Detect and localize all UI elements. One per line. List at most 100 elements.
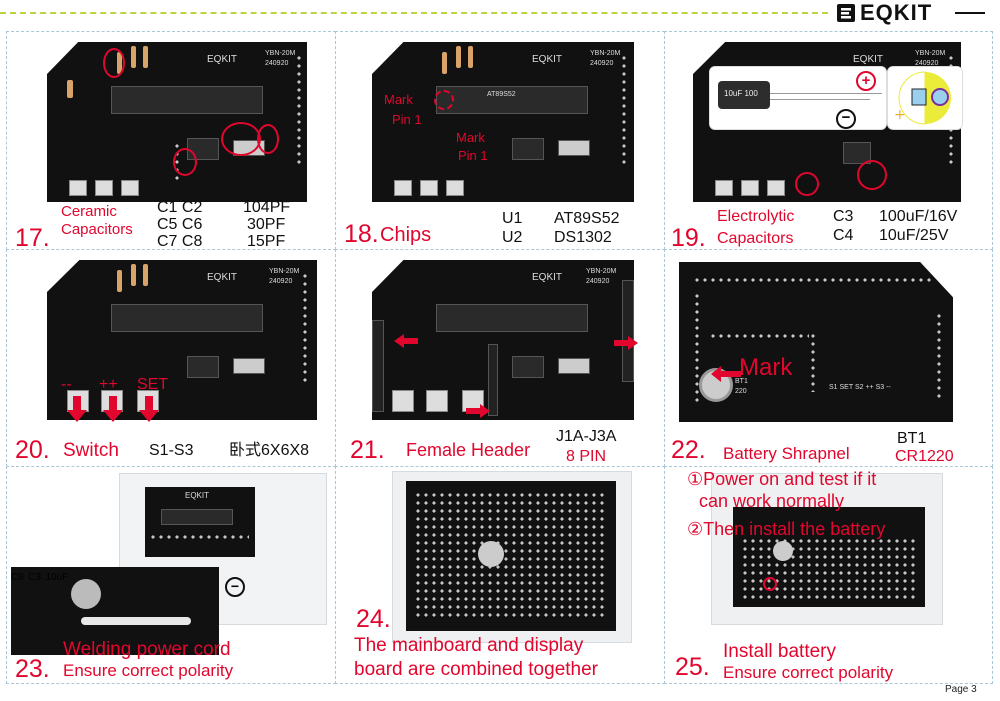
- pcb-image: EQKIT YBN-20M 240920: [47, 42, 307, 202]
- part-ref: J1A-J3A: [556, 428, 617, 445]
- top-dashed-line: [0, 12, 828, 14]
- step-title-line1: The mainboard and display: [354, 635, 584, 656]
- inset-c8: C8: [11, 572, 24, 583]
- step-title-line2: Ensure correct polarity: [723, 663, 894, 682]
- pcb-model: YBN-20M: [590, 50, 621, 57]
- pcb-image: BT1 220 S1 SET S2 ++ S3 --: [679, 262, 953, 422]
- chip-u1-text: AT89S52: [487, 91, 516, 98]
- pcb-brand: EQKIT: [207, 272, 238, 283]
- inset-cap: 10uF: [45, 572, 69, 583]
- pcb-image: AT89S52 EQKIT YBN-20M 240920: [372, 42, 634, 202]
- pcb-date: 240920: [265, 60, 289, 67]
- cap-value: 15PF: [247, 233, 286, 250]
- part-spec: 卧式6X6X8: [229, 442, 310, 459]
- step-number: 23.: [15, 655, 50, 683]
- step-22-panel: BT1 220 S1 SET S2 ++ S3 -- Mark 22. Batt…: [664, 249, 993, 467]
- part-ref: BT1: [897, 430, 927, 447]
- part-value: 10uF/25V: [879, 227, 949, 244]
- step-20-panel: EQKIT YBN-20M 240920 -- ++ SET 20. Switc…: [6, 249, 336, 467]
- logo-underline: [955, 12, 985, 14]
- pcb-switch-silk: S1 SET S2 ++ S3 --: [829, 384, 891, 391]
- capacitor-photo: 10uF 100 + −: [709, 66, 887, 130]
- down-arrow-icons: [67, 396, 159, 422]
- pcb-model: YBN-20M: [586, 268, 617, 275]
- cap-label: C1 C2: [157, 199, 203, 216]
- pcb-date: 240920: [590, 60, 614, 67]
- step-number: 25.: [675, 653, 710, 681]
- step-title-line2: board are combined together: [354, 659, 598, 680]
- step-title-line2: Ensure correct polarity: [63, 661, 234, 680]
- pcb-date: 240920: [586, 278, 610, 285]
- step-number: 24.: [356, 605, 391, 633]
- mark-circle: [434, 90, 454, 110]
- step-title-line1: Electrolytic: [717, 208, 795, 225]
- pcb-brand: EQKIT: [532, 54, 563, 65]
- right-arrow-icon: [466, 404, 490, 418]
- step-25-panel: ①Power on and test if it can work normal…: [664, 466, 993, 684]
- pcb-bt1: BT1: [735, 378, 748, 385]
- step-title-line1: Welding power cord: [63, 639, 231, 660]
- step-19-panel: EQKIT YBN-20M 240920 10uF 100 + − + 19. …: [664, 31, 993, 250]
- steps-grid: EQKIT YBN-20M 240920 17. Ceramic Capacit…: [6, 31, 993, 684]
- minus-switch-annotation: --: [61, 376, 72, 393]
- pcb-image: EQKIT YBN-20M 240920: [47, 260, 317, 420]
- pcb-brand: EQKIT: [185, 491, 210, 500]
- capacitor-label: 10uF 100: [724, 89, 758, 98]
- part-ref: U1: [502, 210, 523, 227]
- part-value: DS1302: [554, 229, 612, 246]
- pin1-annotation: Pin 1: [458, 148, 488, 163]
- set-switch-annotation: SET: [137, 376, 169, 393]
- pcb-date: 240920: [269, 278, 293, 285]
- note-line2: can work normally: [699, 491, 845, 511]
- cap-value: 30PF: [247, 216, 286, 233]
- plus-switch-annotation: ++: [99, 376, 118, 393]
- part-ref: C3: [833, 208, 854, 225]
- step-title-line1: Ceramic: [61, 203, 117, 220]
- step-title-line2: Capacitors: [61, 221, 133, 238]
- cap-label: C7 C8: [157, 233, 203, 250]
- highlight-circle: [763, 577, 777, 591]
- pcb-cr: 220: [735, 388, 747, 395]
- step-number: 21.: [350, 436, 385, 464]
- step-title-line2: Capacitors: [717, 230, 794, 247]
- step-title: Battery Shrapnel: [723, 444, 850, 463]
- svg-text:+: +: [894, 107, 906, 123]
- note-line1: ①Power on and test if it: [687, 469, 877, 489]
- step-number: 18.: [344, 220, 379, 248]
- minus-icon: −: [225, 577, 245, 597]
- step-24-panel: 24. The mainboard and display board are …: [335, 466, 665, 684]
- step-title-line1: Install battery: [723, 641, 836, 662]
- highlight-circle: [857, 160, 887, 190]
- inset-photo: C8 C3 10uF: [11, 567, 219, 655]
- brand-logo: EQKIT: [836, 0, 932, 26]
- step-number: 17.: [15, 224, 50, 250]
- eqkit-logo-icon: [836, 3, 856, 23]
- part-ref: C4: [833, 227, 854, 244]
- highlight-circle: [257, 124, 279, 154]
- brand-name: EQKIT: [860, 0, 933, 25]
- step-18-panel: AT89S52 EQKIT YBN-20M 240920 Mark Pin 1 …: [335, 31, 665, 250]
- pcb-model: YBN-20M: [915, 50, 946, 57]
- pcb-image: [406, 481, 616, 631]
- part-ref: U2: [502, 229, 523, 246]
- pcb-brand: EQKIT: [207, 54, 238, 65]
- step-title: Switch: [63, 440, 119, 461]
- highlight-circle: [795, 172, 819, 196]
- step-17-panel: EQKIT YBN-20M 240920 17. Ceramic Capacit…: [6, 31, 336, 250]
- part-ref: S1-S3: [149, 442, 194, 459]
- part-spec: 8 PIN: [566, 448, 607, 465]
- page-number: Page 3: [945, 684, 977, 695]
- note-line3: ②Then install the battery: [687, 519, 886, 539]
- step-21-panel: EQKIT YBN-20M 240920 21. Female Header J…: [335, 249, 665, 467]
- cap-label: C5 C6: [157, 216, 203, 233]
- pcb-model: YBN-20M: [269, 268, 300, 275]
- part-spec: CR1220: [895, 448, 954, 465]
- pcb-image: EQKIT: [145, 487, 255, 557]
- left-arrow-icon: [711, 366, 741, 382]
- pin1-annotation: Pin 1: [392, 112, 422, 127]
- cap-value: 104PF: [243, 199, 291, 216]
- mark-annotation: Mark: [384, 92, 413, 107]
- inset-c3: C3: [28, 572, 42, 583]
- polarity-diagram: +: [887, 66, 963, 130]
- highlight-circle: [173, 148, 197, 176]
